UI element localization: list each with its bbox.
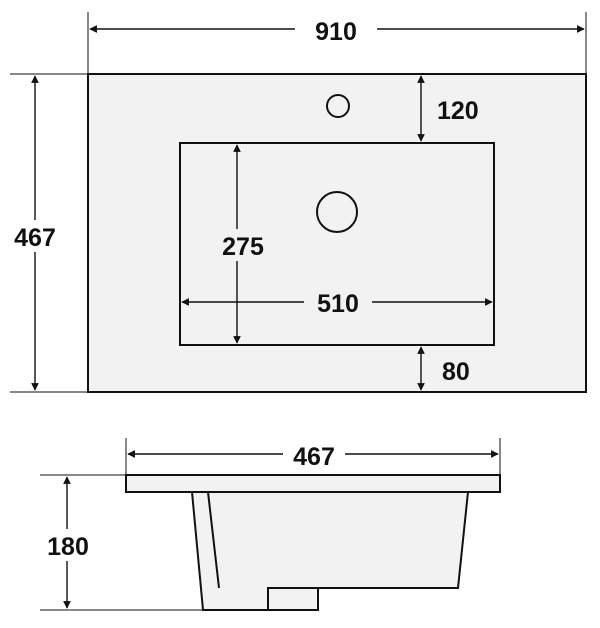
dimension-label-tap-offset: 120	[437, 97, 479, 125]
side-view: 467 180	[38, 438, 501, 611]
side-slab-outline	[125, 474, 501, 493]
label-mask	[304, 287, 372, 317]
side-basin-outline	[190, 491, 470, 611]
label-mask	[213, 229, 273, 261]
dimension-label-height: 180	[47, 533, 89, 561]
dimension-label-bowl-width: 510	[317, 290, 359, 318]
dimension-label-front-margin: 80	[442, 358, 470, 386]
label-mask	[38, 529, 98, 561]
basin-inner-wall	[207, 491, 220, 589]
label-mask	[283, 439, 345, 469]
label-mask	[4, 220, 66, 252]
tap-hole-icon	[326, 94, 350, 118]
dimension-label-overall-depth: 467	[14, 224, 56, 252]
drain-hole-icon	[316, 191, 358, 233]
dimension-label-bowl-depth: 275	[222, 233, 264, 261]
drain-stub-outline	[267, 587, 319, 611]
top-view: 910 467 120 275 510 80	[4, 12, 587, 393]
dimension-label-overall-width: 910	[315, 18, 357, 46]
label-mask	[295, 14, 377, 44]
dimension-label-side-depth: 467	[293, 443, 335, 471]
